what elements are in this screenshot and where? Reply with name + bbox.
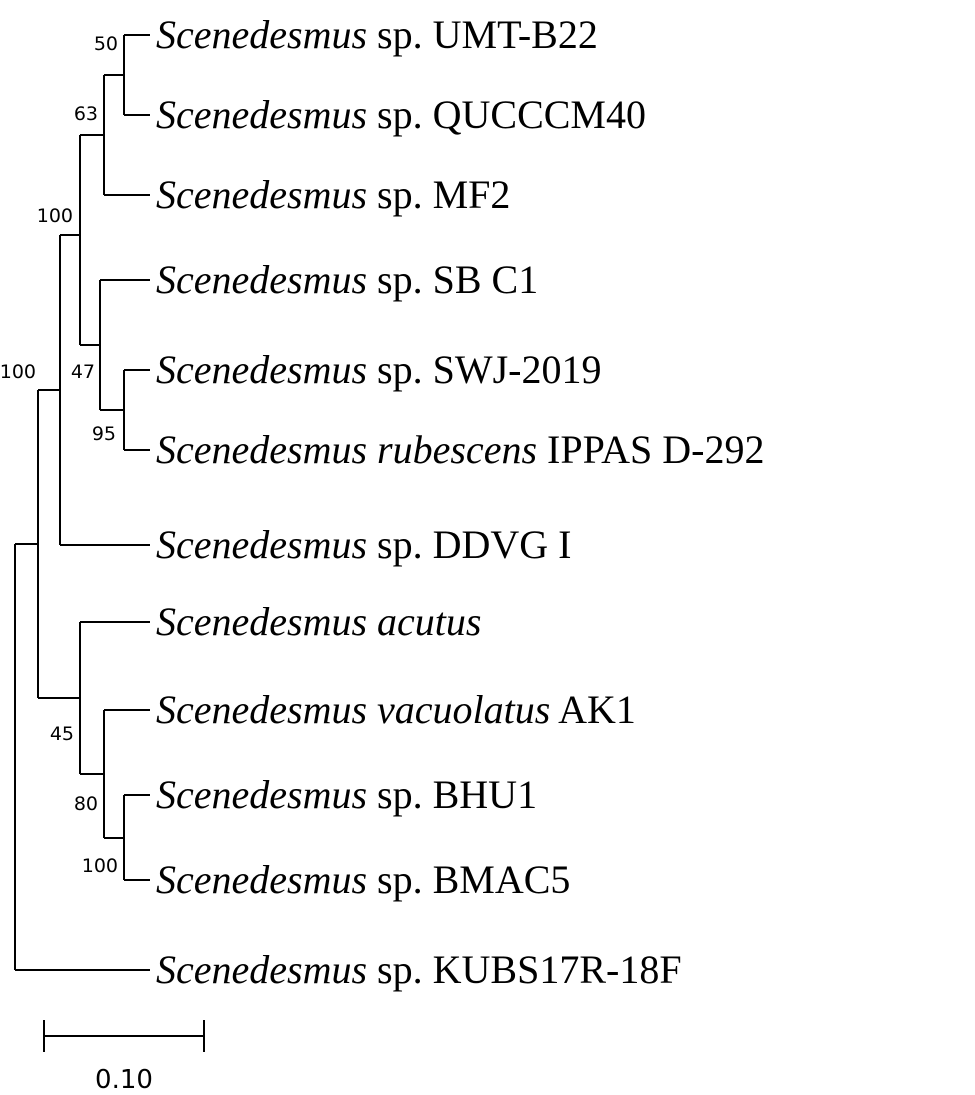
- branch-bhu1-bmac5-node: [123, 794, 150, 881]
- tree-branches: [14, 34, 150, 971]
- branch-clade-a-inner-node: [79, 134, 104, 346]
- bootstrap-bhu1-bmac5: 100: [82, 855, 118, 877]
- branch-swj-rubescens-node: [123, 369, 150, 451]
- bootstrap-clade-a: 100: [37, 205, 73, 227]
- taxon-label: Scenedesmus sp. QUCCCM40: [156, 92, 646, 137]
- bootstrap-values: 50 63 100 100 47 95 45 80 100: [0, 33, 118, 877]
- branch-umt-quccm-node: [123, 34, 150, 116]
- bootstrap-swj-rubescens: 95: [92, 423, 116, 445]
- scale-bar-line: [43, 1020, 205, 1052]
- taxon-label: Scenedesmus sp. UMT-B22: [156, 12, 598, 57]
- taxon-label: Scenedesmus sp. SB C1: [156, 257, 538, 302]
- branch-root-node: [14, 543, 150, 971]
- taxon-label: Scenedesmus sp. MF2: [156, 172, 510, 217]
- taxon-label: Scenedesmus sp. KUBS17R-18F: [156, 947, 682, 992]
- bootstrap-root-ingroup: 100: [0, 361, 36, 383]
- scale-bar: 0.10: [43, 1020, 205, 1095]
- taxon-label: Scenedesmus vacuolatus AK1: [156, 687, 636, 732]
- bootstrap-sb-clade: 47: [71, 361, 95, 383]
- branch-vacuolatus-node: [103, 709, 150, 839]
- branch-mf2-node: [103, 74, 150, 196]
- taxon-labels: Scenedesmus sp. UMT-B22 Scenedesmus sp. …: [156, 12, 765, 992]
- bootstrap-umt-quccm-mf2: 63: [74, 103, 98, 125]
- taxon-label: Scenedesmus rubescens IPPAS D-292: [156, 427, 765, 472]
- bootstrap-acutus-clade: 45: [50, 723, 74, 745]
- scale-bar-label: 0.10: [95, 1065, 153, 1095]
- branch-acutus-node: [79, 621, 150, 775]
- bootstrap-vacuolatus-clade: 80: [74, 793, 98, 815]
- bootstrap-umt-quccm: 50: [94, 33, 118, 55]
- taxon-label: Scenedesmus sp. SWJ-2019: [156, 347, 602, 392]
- taxon-label: Scenedesmus sp. BHU1: [156, 772, 537, 817]
- branch-clade-a-node: [59, 234, 150, 546]
- taxon-label: Scenedesmus sp. DDVG I: [156, 522, 571, 567]
- taxon-label: Scenedesmus acutus: [156, 599, 481, 644]
- taxon-label: Scenedesmus sp. BMAC5: [156, 857, 570, 902]
